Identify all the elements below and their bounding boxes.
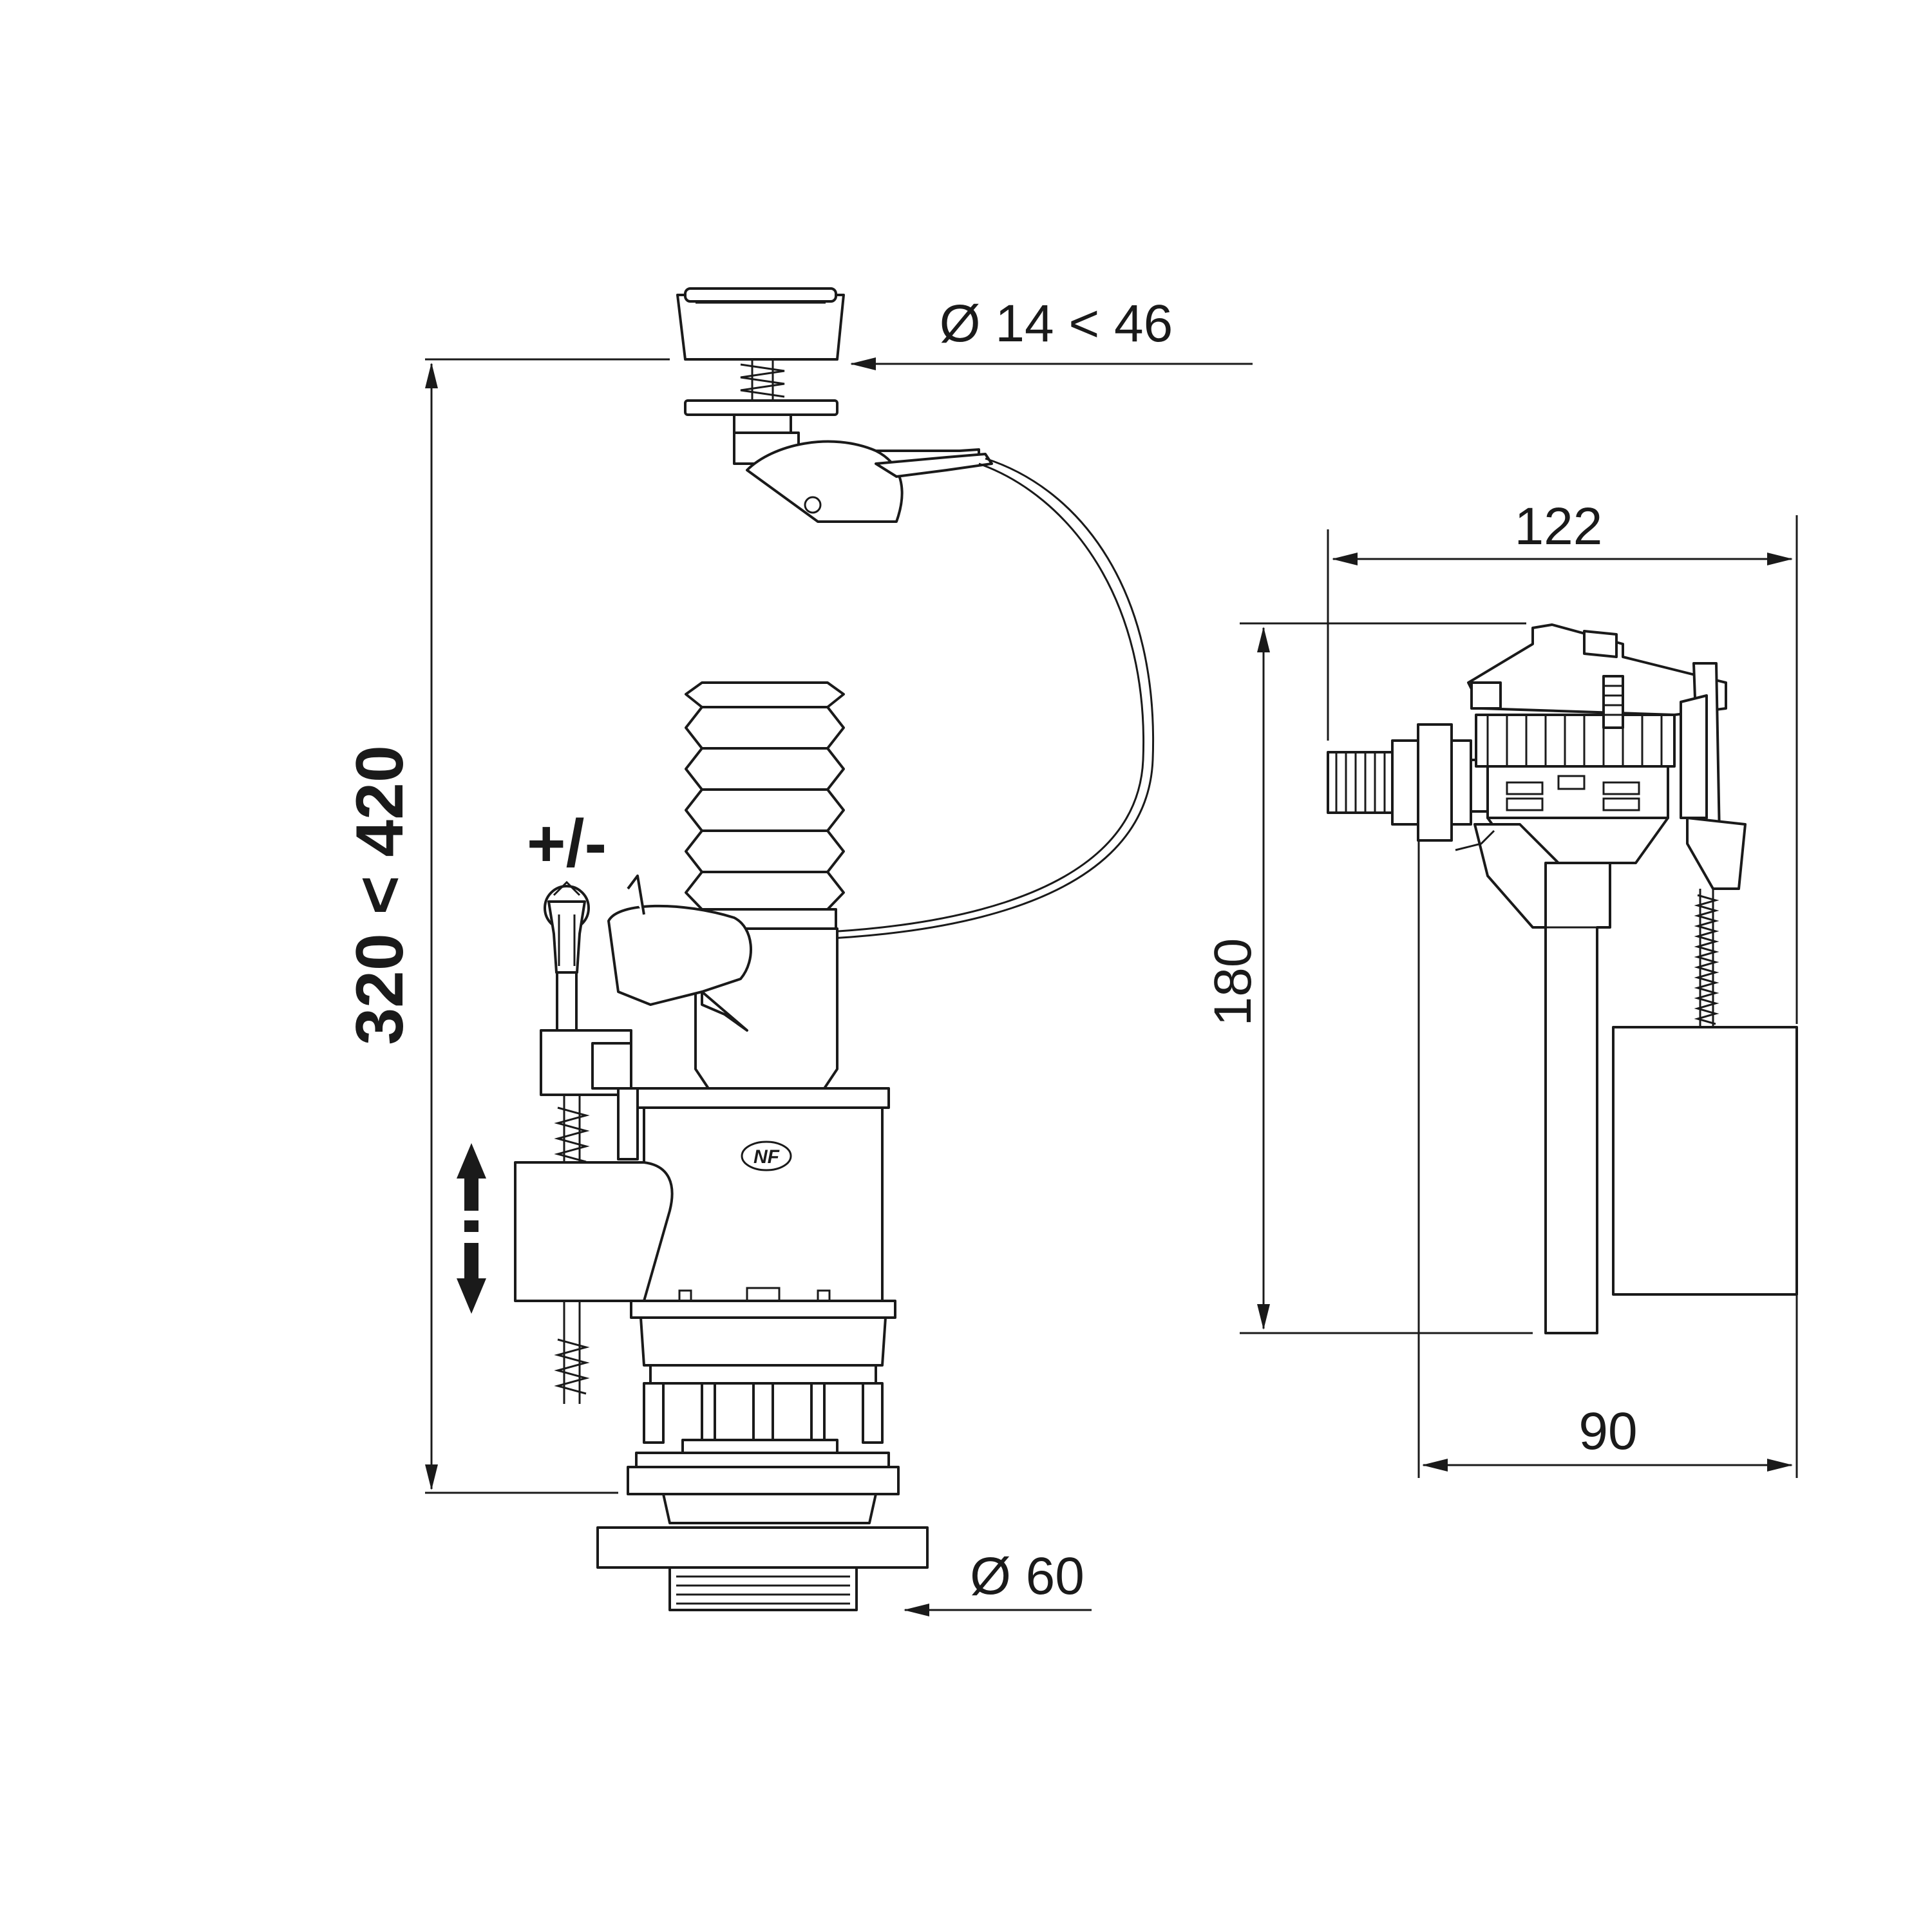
adjust-plus-minus-label: +/- bbox=[527, 806, 607, 881]
valve-head bbox=[1475, 714, 1676, 864]
vertical-adjust-arrow-icon bbox=[457, 1143, 486, 1314]
width-122-dimension: 122 bbox=[1327, 497, 1798, 1024]
width-90-dimension: 90 bbox=[1417, 831, 1798, 1478]
flush-valve-drawing: 320 < 420 bbox=[343, 287, 1253, 1616]
nf-mark-label: NF bbox=[753, 1146, 780, 1168]
float-cup bbox=[607, 875, 752, 1032]
button-diameter-dimension: Ø 14 < 46 bbox=[850, 294, 1253, 370]
threaded-float-rod-icon bbox=[1694, 889, 1719, 1030]
lever-clip-icon bbox=[1602, 675, 1624, 729]
button-spring-icon bbox=[740, 361, 785, 399]
height-180-label: 180 bbox=[1204, 938, 1262, 1027]
width-90-label: 90 bbox=[1578, 1402, 1637, 1461]
outlet-diameter-dimension: Ø 60 bbox=[904, 1547, 1092, 1616]
height-180-dimension: 180 bbox=[1204, 622, 1533, 1334]
push-button bbox=[676, 287, 845, 435]
width-122-label: 122 bbox=[1515, 497, 1603, 556]
height-dimension: 320 < 420 bbox=[343, 358, 670, 1494]
adjust-knob-icon bbox=[544, 880, 590, 974]
outlet-thread bbox=[596, 1526, 929, 1611]
cable-lever bbox=[733, 431, 993, 523]
height-range-label: 320 < 420 bbox=[343, 745, 417, 1045]
float-box bbox=[1612, 1026, 1798, 1296]
bellows bbox=[685, 681, 845, 930]
cable-line bbox=[759, 457, 1155, 942]
adjusting-screw-assembly: +/- bbox=[514, 806, 674, 1404]
cable-line-inner bbox=[759, 462, 1145, 935]
valve-cage bbox=[627, 1316, 900, 1524]
float-rod bbox=[1680, 662, 1747, 1030]
inlet-connector bbox=[1327, 723, 1497, 842]
nf-certification-badge: NF bbox=[741, 1141, 792, 1171]
valve-stem bbox=[1544, 862, 1611, 1334]
outlet-diameter-label: Ø 60 bbox=[970, 1547, 1084, 1605]
button-diameter-label: Ø 14 < 46 bbox=[940, 294, 1173, 353]
fill-valve-drawing: 122 180 90 bbox=[1204, 497, 1798, 1478]
flush-tube: NF bbox=[630, 927, 896, 1319]
fill-valve-lever bbox=[1467, 623, 1727, 729]
